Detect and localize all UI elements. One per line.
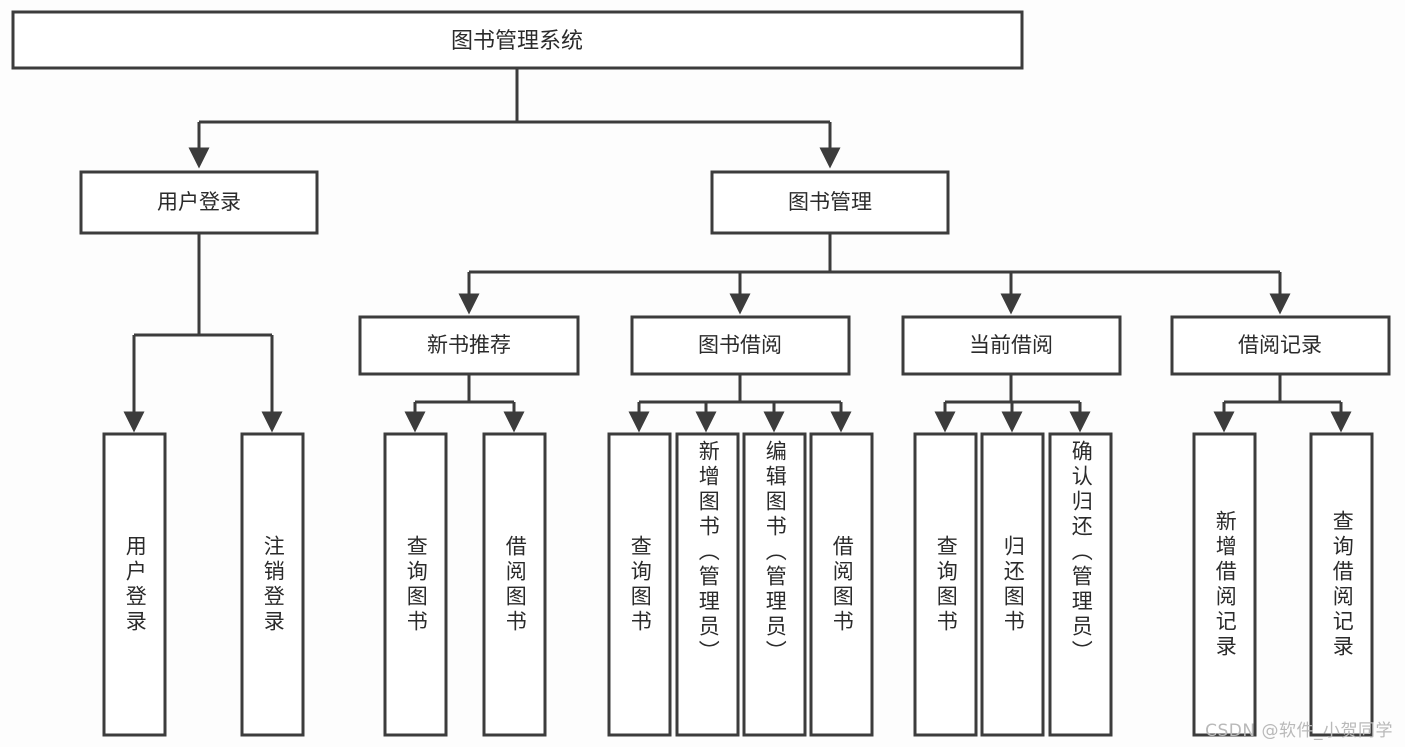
leaf-box-current-borrow-1[interactable]	[980, 432, 1045, 737]
node-book-borrow-label: 图书借阅	[698, 333, 782, 357]
connector-bookborrow-to-leaves	[628, 374, 852, 433]
leaf-box-book-borrow-2[interactable]	[742, 432, 807, 737]
node-book-management[interactable]: 图书管理	[710, 170, 950, 235]
leaf-box-current-borrow-2[interactable]	[1048, 432, 1113, 737]
leaf-box-current-borrow-0[interactable]	[913, 432, 978, 737]
node-new-book-recommend-label: 新书推荐	[427, 333, 511, 357]
connector-currentborrow-to-leaves	[934, 374, 1091, 433]
node-current-borrow-label: 当前借阅	[969, 333, 1053, 357]
leaf-box-new-book-0[interactable]	[383, 432, 448, 737]
node-book-borrow[interactable]: 图书借阅	[630, 315, 851, 376]
node-root[interactable]: 图书管理系统	[11, 10, 1024, 70]
leaf-box-book-borrow-3[interactable]	[809, 432, 874, 737]
leaf-box-book-borrow-0[interactable]	[607, 432, 672, 737]
connector-root-to-level2	[188, 68, 841, 169]
node-book-management-label: 图书管理	[788, 190, 872, 214]
connector-userlogin-to-leaves	[123, 233, 283, 433]
leaf-box-new-book-1[interactable]	[482, 432, 547, 737]
connector-bookmgmt-to-level3	[458, 233, 1291, 315]
leaf-box-user-login-1[interactable]	[240, 432, 305, 737]
leaf-box-borrow-record-0[interactable]	[1192, 432, 1257, 737]
node-borrow-record[interactable]: 借阅记录	[1170, 315, 1391, 376]
leaf-box-borrow-record-1[interactable]	[1309, 432, 1374, 737]
node-current-borrow[interactable]: 当前借阅	[901, 315, 1122, 376]
connector-newbook-to-leaves	[404, 374, 525, 433]
leaf-box-user-login-0[interactable]	[102, 432, 167, 737]
leaf-box-book-borrow-1[interactable]	[675, 432, 740, 737]
node-borrow-record-label: 借阅记录	[1238, 333, 1322, 357]
node-new-book-recommend[interactable]: 新书推荐	[358, 315, 580, 376]
node-user-login-label: 用户登录	[157, 190, 241, 214]
node-root-label: 图书管理系统	[451, 29, 583, 54]
connector-borrowrecord-to-leaves	[1213, 374, 1352, 433]
watermark: CSDN @软件_小贺同学	[1205, 721, 1393, 741]
node-user-login[interactable]: 用户登录	[79, 170, 319, 235]
